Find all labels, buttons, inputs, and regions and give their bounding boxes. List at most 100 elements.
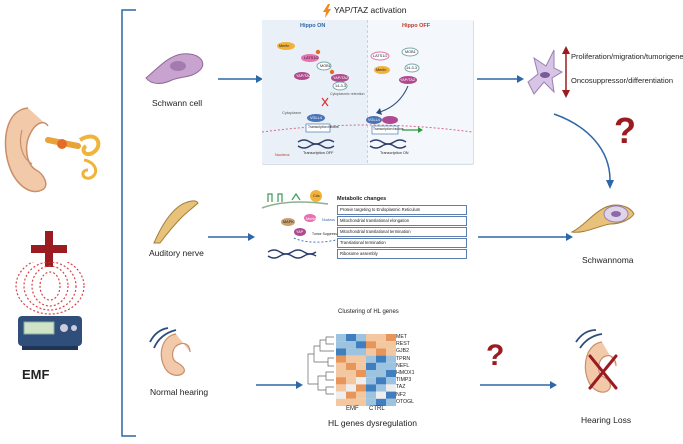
heatmap-cell — [356, 398, 366, 406]
tead-off-sublabel: Transcription factors — [373, 127, 404, 131]
heatmap-cell — [346, 384, 356, 392]
schwann-cell-label: Schwann cell — [152, 98, 203, 108]
hippo-off-protein-4: 14-3-3 — [406, 66, 417, 70]
auditory-label-nucleus: Nucleus — [322, 218, 335, 222]
schwannoma-label: Schwannoma — [582, 255, 634, 265]
heatmap-cell — [386, 362, 396, 370]
transcription-off-label: Transcription OFF — [303, 151, 334, 155]
heatmap-group-emf: EMF — [346, 406, 359, 412]
heatmap-cell — [346, 398, 356, 406]
heatmap-cell — [376, 384, 386, 392]
hl-genes-dysregulation-label: HL genes dysregulation — [328, 418, 417, 428]
arrow-auditory-to-detail — [208, 233, 255, 241]
heatmap-cell — [366, 391, 376, 399]
heatmap-cell — [346, 355, 356, 363]
lightning-icon — [323, 4, 331, 18]
heatmap-cell — [356, 348, 366, 356]
heatmap-cell — [346, 348, 356, 356]
heatmap-cell — [336, 370, 346, 378]
bracket-divider — [121, 9, 136, 437]
hippo-off-protein-5: YAP/TAZ — [400, 78, 416, 82]
hippo-on-protein-1: Merlin — [279, 44, 290, 48]
hippo-on-protein-2: LATS1/2 — [304, 56, 319, 60]
yap-taz-activation-label: YAP/TAZ activation — [334, 5, 407, 15]
heatmap-cell — [366, 341, 376, 349]
heatmap-dendrogram — [307, 336, 334, 395]
heatmap-cell — [356, 391, 366, 399]
heatmap-cell — [346, 391, 356, 399]
arrow-metabolic-to-schwannoma — [478, 233, 573, 241]
emf-label: EMF — [22, 367, 50, 382]
heatmap-grid — [336, 334, 396, 406]
tead-off-label: VGLL4 — [368, 118, 380, 122]
hearing-loss-label: Hearing Loss — [581, 415, 632, 425]
heatmap-cell — [356, 341, 366, 349]
auditory-nerve-label: Auditory nerve — [149, 248, 204, 258]
tead-on-sublabel: Transcription factors — [308, 125, 339, 129]
question-mark-schwann: ? — [614, 110, 636, 151]
metabolic-item: Mitochondrial translational termination — [337, 227, 467, 237]
heatmap-cell — [376, 341, 386, 349]
auditory-nerve-icon — [153, 200, 199, 244]
heatmap-cell — [356, 355, 366, 363]
heatmap-cell — [366, 334, 376, 342]
metabolic-item: Mitochondrial translational elongation — [337, 216, 467, 226]
heatmap-cell — [376, 362, 386, 370]
hippo-off-protein-2: MOB1 — [405, 50, 416, 54]
hippo-off-section — [367, 20, 473, 163]
hippo-on-protein-6: 14-3-3 — [335, 84, 346, 88]
hippo-on-title: Hippo ON — [300, 23, 326, 29]
metabolic-item: Protein targeting to Endoplasmic Reticul… — [337, 205, 467, 215]
heatmap-cell — [386, 348, 396, 356]
gene-label: NF2 — [396, 391, 406, 398]
curved-arrow-to-schwannoma — [553, 113, 614, 189]
hippo-on-protein-5: YAP/TAZ — [333, 76, 349, 80]
auditory-label-yap: YAP — [296, 230, 304, 234]
schwannoma-icon — [570, 204, 635, 233]
hippo-off-protein-3: Merlin — [376, 68, 387, 72]
auditory-label-merlin: Merlin — [306, 217, 317, 221]
heatmap-cell — [376, 370, 386, 378]
tumor-cell-icon — [527, 49, 564, 95]
hippo-pathway-diagram — [262, 42, 472, 149]
heatmap-cell — [366, 348, 376, 356]
arrow-heatmap-to-hearing-loss — [480, 381, 557, 389]
heatmap-cell — [356, 362, 366, 370]
hearing-loss-ear-icon — [575, 329, 618, 393]
heatmap-cell — [346, 334, 356, 342]
heatmap-cell — [336, 384, 346, 392]
heatmap-cell — [356, 384, 366, 392]
auditory-nerve-pathway-diagram — [261, 190, 337, 259]
heatmap-cell — [346, 370, 356, 378]
normal-hearing-label: Normal hearing — [150, 387, 209, 397]
hippo-off-protein-1: LATS1/2 — [373, 54, 388, 58]
heatmap-cell — [336, 355, 346, 363]
heatmap-cell — [366, 377, 376, 385]
proliferation-label: Proliferation/migration/tumorigenesis — [571, 52, 683, 61]
hippo-on-protein-3: MOB1 — [320, 64, 331, 68]
cytoplasm-label: Cytoplasm — [282, 110, 301, 115]
schwann-cell-icon — [145, 53, 204, 84]
arrow-hearing-to-heatmap — [256, 381, 303, 389]
heatmap-title: Clustering of HL genes — [338, 309, 399, 315]
inner-ear-illustration — [4, 107, 101, 193]
gene-label: TAZ — [396, 384, 406, 391]
heatmap-cell — [366, 362, 376, 370]
heatmap-gene-list: MET REST GJB2 TPRN NEFL HMOX1 TIMP3 TAZ … — [396, 334, 414, 406]
heatmap-cell — [346, 341, 356, 349]
tead-on-label: VGLL4 — [310, 116, 322, 120]
metabolic-item: Ribosome assembly — [337, 249, 467, 259]
heatmap-cell — [336, 377, 346, 385]
plus-icon — [31, 231, 67, 267]
heatmap-cell — [376, 355, 386, 363]
heatmap-cell — [356, 334, 366, 342]
nucleus-label: Nucleus — [275, 152, 290, 157]
heatmap-cell — [386, 334, 396, 342]
heatmap-cell — [346, 362, 356, 370]
emf-device-icon — [15, 262, 85, 350]
hippo-on-protein-4: YAP/TAZ — [296, 74, 312, 78]
heatmap-cell — [376, 391, 386, 399]
oncosuppressor-label: Oncosuppressor/differentiation — [571, 76, 674, 85]
gene-label: NEFL — [396, 362, 410, 369]
heatmap-group-ctrl: CTRL — [369, 406, 385, 412]
